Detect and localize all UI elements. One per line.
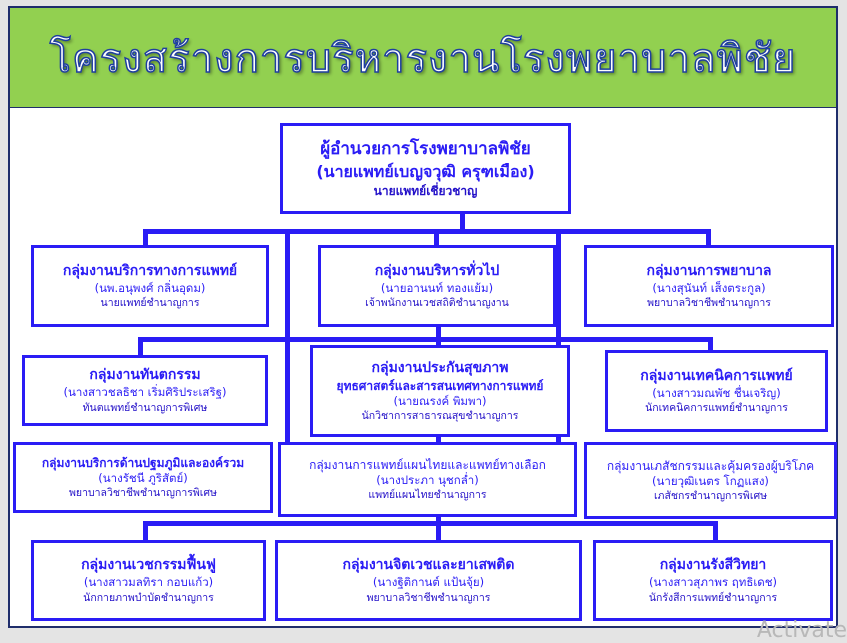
director-title: ผู้อำนวยการโรงพยาบาลพิชัย (320, 139, 531, 160)
group-head-position: พยาบาลวิชาชีพชำนาญการพิเศษ (69, 487, 217, 500)
connector-line (460, 212, 465, 232)
group-title: กลุ่มงานทันตกรรม (89, 367, 201, 384)
group-head-position: นายแพทย์ชำนาญการ (100, 297, 200, 310)
group-head-name: (นางรัชนี ภูริสัตย์) (98, 470, 188, 485)
page-title: โครงสร้างการบริหารงานโรงพยาบาลพิชัย (49, 35, 797, 83)
group-head-name: (นพ.อนุพงศ์ กลิ่นอุดม) (94, 280, 206, 295)
group-title: กลุ่มงานจิตเวชและยาเสพติด (342, 557, 515, 574)
group-title: กลุ่มงานการพยาบาล (646, 262, 772, 279)
connector-line (143, 521, 718, 526)
connector-line (143, 229, 711, 234)
director-box: ผู้อำนวยการโรงพยาบาลพิชัย (นายแพทย์เบญจว… (280, 123, 571, 214)
group-title: กลุ่มงานรังสีวิทยา (659, 557, 767, 574)
title-banner: โครงสร้างการบริหารงานโรงพยาบาลพิชัย (8, 6, 838, 109)
group-box-radiology: กลุ่มงานรังสีวิทยา (นางสาวสุภาพร ฤทธิเดช… (593, 540, 833, 621)
group-title: กลุ่มงานการแพทย์แผนไทยและแพทย์ทางเลือก (309, 457, 546, 472)
group-box-pharmacy: กลุ่มงานเภสัชกรรมและคุ้มครองผู้บริโภค (น… (584, 442, 837, 519)
connector-line (138, 337, 713, 342)
group-head-position: พยาบาลวิชาชีพชำนาญการ (647, 297, 771, 310)
group-head-name: (นายวุฒิเนตร โกฏแสง) (652, 473, 769, 488)
group-head-name: (นายอานนท์ ทองแย้ม) (380, 280, 494, 295)
group-head-position: นักกายภาพบำบัดชำนาญการ (83, 591, 214, 604)
group-title: กลุ่มงานบริการทางการแพทย์ (62, 262, 238, 279)
group-head-name: (นางสาวมลทิรา กอบแก้ว) (83, 575, 214, 590)
group-box-psychiatry: กลุ่มงานจิตเวชและยาเสพติด (นางฐิติกานต์ … (275, 540, 582, 621)
connector-line (434, 229, 439, 247)
connector-line (143, 229, 148, 247)
group-head-position: นักเทคนิคการแพทย์ชำนาญการ (645, 402, 788, 415)
group-head-position: พยาบาลวิชาชีพชำนาญการ (366, 591, 491, 604)
group-head-name: (นางสาวมณพัช ชื่นเจริญ) (652, 385, 781, 400)
group-head-position: นักวิชาการสาธารณสุขชำนาญการ (361, 410, 519, 423)
connector-line (436, 326, 441, 347)
connector-line (713, 521, 718, 542)
group-head-position: เภสัชกรชำนาญการพิเศษ (653, 490, 768, 503)
group-title: กลุ่มงานเวชกรรมฟื้นฟู (81, 557, 216, 574)
director-position: นายแพทย์เชี่ยวชาญ (373, 183, 478, 198)
connector-line (436, 515, 441, 542)
director-name: (นายแพทย์เบญจวุฒิ ครุฑเมือง) (316, 162, 535, 182)
group-title: กลุ่มงานประกันสุขภาพ (371, 359, 509, 376)
group-box-medical-service: กลุ่มงานบริการทางการแพทย์ (นพ.อนุพงศ์ กล… (31, 245, 269, 327)
group-head-name: (นางประภา นุชกล่ำ) (376, 472, 479, 487)
activate-windows-watermark: Activate (756, 618, 847, 643)
group-title: กลุ่มงานเทคนิคการแพทย์ (640, 367, 793, 384)
group-box-general-admin: กลุ่มงานบริหารทั่วไป (นายอานนท์ ทองแย้ม)… (318, 245, 556, 327)
group-box-health-insurance: กลุ่มงานประกันสุขภาพ ยุทธศาสตร์และสารสนเ… (310, 345, 570, 437)
group-head-name: (นางฐิติกานต์ แป้นจุ้ย) (372, 575, 485, 590)
connector-line (706, 229, 711, 247)
group-head-name: (นางสาวชลธิชา เริ่มศิริประเสริฐ) (63, 385, 227, 400)
connector-line (556, 229, 561, 442)
connector-line (138, 337, 143, 357)
group-box-thai-medicine: กลุ่มงานการแพทย์แผนไทยและแพทย์ทางเลือก (… (278, 442, 577, 517)
group-head-name: (นางสาวสุภาพร ฤทธิเดช) (648, 575, 778, 590)
group-head-position: แพทย์แผนไทยชำนาญการ (368, 489, 487, 502)
group-head-position: ทันตแพทย์ชำนาญการพิเศษ (82, 401, 208, 414)
group-subtitle: ยุทธศาสตร์และสารสนเทศทางการแพทย์ (336, 378, 544, 393)
group-title: กลุ่มงานเภสัชกรรมและคุ้มครองผู้บริโภค (606, 458, 815, 473)
group-head-position: นักรังสีการแพทย์ชำนาญการ (648, 591, 778, 604)
connector-line (436, 436, 441, 444)
group-box-medical-technology: กลุ่มงานเทคนิคการแพทย์ (นางสาวมณพัช ชื่น… (605, 350, 828, 432)
connector-line (285, 229, 290, 442)
group-box-nursing: กลุ่มงานการพยาบาล (นางสุนันท์ เส็งตระกูล… (584, 245, 834, 327)
connector-line (708, 337, 713, 352)
group-head-name: (นางสุนันท์ เส็งตระกูล) (652, 280, 766, 295)
group-title: กลุ่มงานบริหารทั่วไป (374, 262, 500, 279)
group-title: กลุ่มงานบริการด้านปฐมภูมิและองค์รวม (41, 455, 245, 470)
group-head-position: เจ้าพนักงานเวชสถิติชำนาญงาน (365, 297, 509, 310)
group-box-dental: กลุ่มงานทันตกรรม (นางสาวชลธิชา เริ่มศิริ… (22, 355, 268, 426)
group-head-name: (นายณรงค์ พิมพา) (393, 393, 487, 408)
connector-line (143, 521, 148, 542)
group-box-rehabilitation: กลุ่มงานเวชกรรมฟื้นฟู (นางสาวมลทิรา กอบแ… (31, 540, 266, 621)
group-box-primary-care: กลุ่มงานบริการด้านปฐมภูมิและองค์รวม (นาง… (13, 442, 273, 513)
